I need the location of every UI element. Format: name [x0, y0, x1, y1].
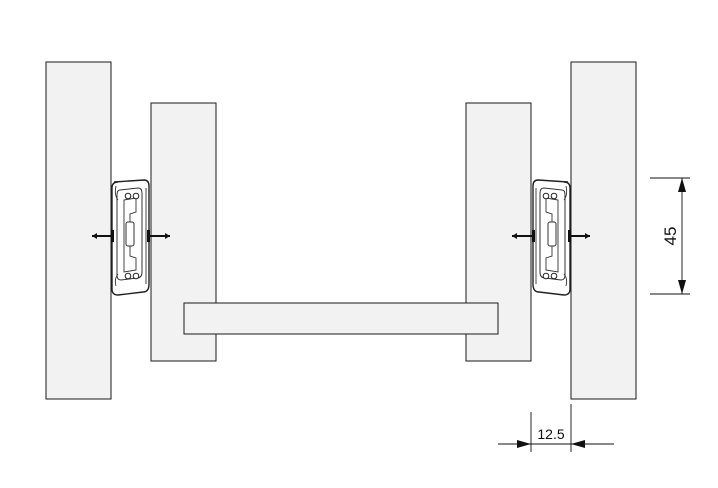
mounting-screw-right-outer	[568, 230, 590, 242]
dimension-side-gap: 12.5	[498, 404, 614, 452]
arrow-up	[678, 178, 686, 192]
dimension-label-gap: 12.5	[537, 426, 564, 442]
arrow-right	[517, 440, 531, 448]
drawer-bottom	[183, 302, 499, 335]
mounting-screw-right-inner	[512, 230, 535, 242]
ball-bearing-slide-left	[111, 179, 150, 296]
arrow-down	[678, 280, 686, 294]
mounting-screw-left-inner	[147, 230, 170, 242]
dimension-label-height: 45	[661, 227, 680, 246]
ball-bearing-slide-right	[532, 179, 571, 296]
cabinet-side-left	[45, 61, 112, 400]
mounting-screw-left-outer	[92, 230, 114, 242]
dimension-height: 45	[650, 177, 690, 295]
arrow-left	[571, 440, 585, 448]
cabinet-side-right	[570, 61, 637, 400]
